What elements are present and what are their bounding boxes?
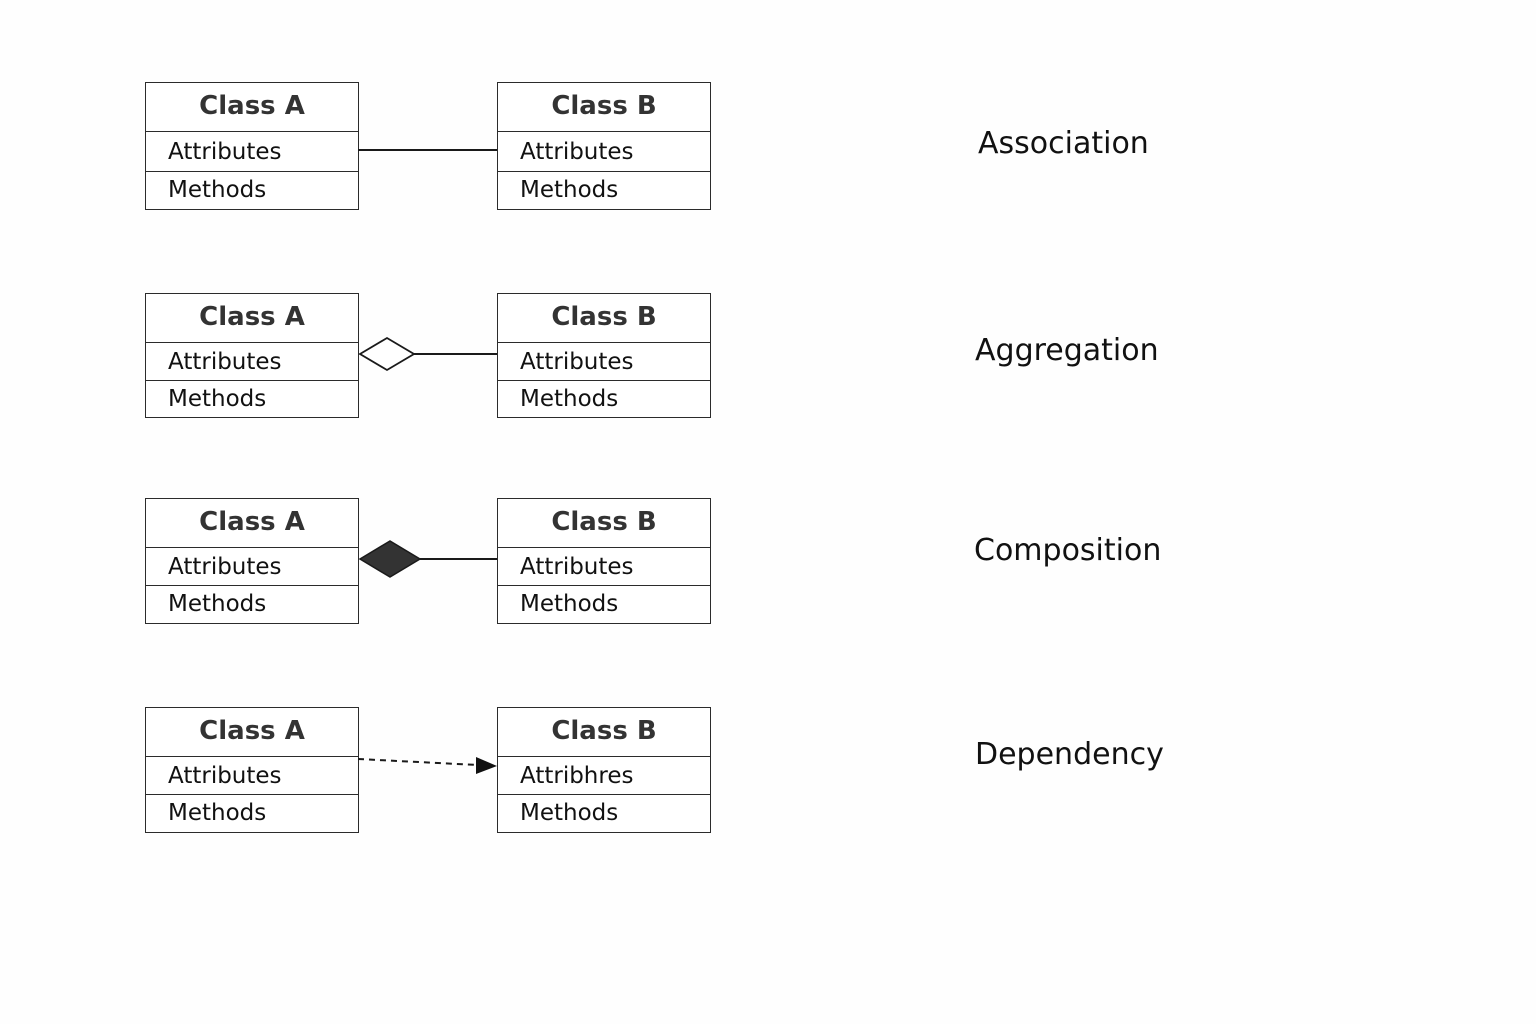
class-b-box[interactable]: Class B Attributes Methods [497, 498, 711, 624]
class-methods: Methods [168, 177, 267, 203]
class-name: Class B [498, 708, 710, 757]
class-methods: Methods [520, 386, 619, 412]
class-methods: Methods [520, 800, 619, 826]
class-a-box[interactable]: Class A Attributes Methods [145, 293, 359, 418]
class-name: Class A [146, 83, 358, 132]
relationship-label-dependency: Dependency [975, 737, 1164, 772]
arrowhead-icon [476, 757, 497, 774]
class-methods: Methods [520, 591, 619, 617]
class-b-box[interactable]: Class B Attributes Methods [497, 82, 711, 210]
class-attributes: Attributes [146, 343, 358, 381]
relationship-label-association: Association [978, 126, 1149, 161]
class-b-box[interactable]: Class B Attribhres Methods [497, 707, 711, 833]
class-attributes: Attributes [498, 548, 710, 586]
class-name: Class A [146, 499, 358, 548]
class-attributes: Attributes [498, 132, 710, 172]
class-attributes: Attributes [146, 132, 358, 172]
class-methods: Methods [520, 177, 619, 203]
class-name: Class A [146, 294, 358, 343]
class-attributes: Attributes [146, 757, 358, 795]
class-name: Class B [498, 499, 710, 548]
class-methods: Methods [168, 386, 267, 412]
class-name: Class B [498, 294, 710, 343]
class-methods: Methods [168, 591, 267, 617]
class-a-box[interactable]: Class A Attributes Methods [145, 82, 359, 210]
class-a-box[interactable]: Class A Attributes Methods [145, 707, 359, 833]
relationship-label-aggregation: Aggregation [975, 333, 1159, 368]
class-attributes: Attributes [498, 343, 710, 381]
class-a-box[interactable]: Class A Attributes Methods [145, 498, 359, 624]
class-attributes: Attributes [146, 548, 358, 586]
class-name: Class B [498, 83, 710, 132]
class-b-box[interactable]: Class B Attributes Methods [497, 293, 711, 418]
class-attributes: Attribhres [498, 757, 710, 795]
dependency-dashed-line [357, 758, 479, 766]
relationship-label-composition: Composition [974, 533, 1162, 568]
class-methods: Methods [168, 800, 267, 826]
class-name: Class A [146, 708, 358, 757]
